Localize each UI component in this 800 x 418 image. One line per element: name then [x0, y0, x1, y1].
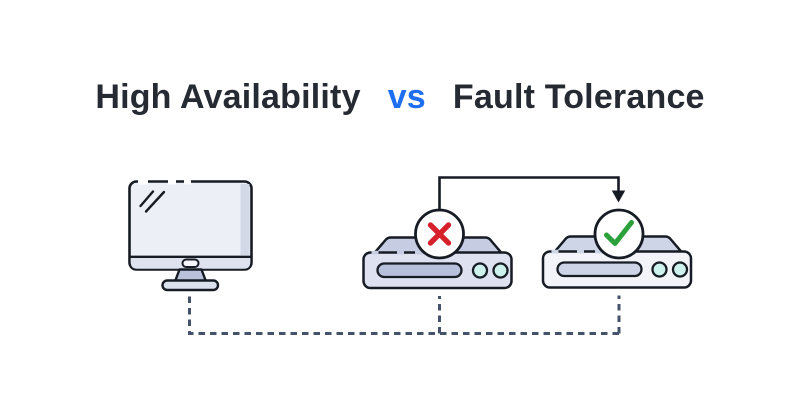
server-led-icon — [492, 262, 509, 279]
screen-glare-icon — [139, 190, 166, 213]
active-server-icon — [541, 208, 693, 289]
title-right: Fault Tolerance — [452, 78, 705, 116]
monitor-button — [181, 258, 200, 268]
monitor-border-gap — [184, 179, 191, 185]
server-border-gap — [371, 250, 379, 255]
server-border-gap — [397, 250, 404, 255]
green-check-mark-icon — [593, 208, 645, 260]
server-border-gap — [577, 249, 584, 254]
status-badge — [593, 208, 645, 260]
failover-arrowhead-icon — [611, 190, 626, 203]
server-drive-slot — [376, 262, 463, 279]
desktop-monitor-icon — [128, 179, 253, 292]
server-border-gap — [551, 249, 559, 254]
server-led-icon — [471, 262, 489, 279]
title-left: High Availability — [95, 78, 361, 116]
title-separator: vs — [387, 78, 426, 116]
check-mark — [604, 220, 634, 246]
dashed-network-connector — [188, 295, 621, 335]
x-mark — [427, 222, 452, 246]
server-led-icon — [651, 261, 668, 278]
monitor-screen-shadow — [240, 184, 250, 255]
server-led-icon — [671, 261, 689, 278]
server-drive-slot — [556, 261, 643, 278]
failover-arrow — [438, 176, 626, 210]
monitor-base — [161, 279, 220, 292]
server-border-gap — [415, 250, 424, 255]
monitor-border-gap — [138, 179, 148, 185]
server-border-gap — [595, 249, 604, 254]
monitor-border-gap — [168, 179, 176, 185]
page-title: High Availability vs Fault Tolerance — [0, 78, 800, 117]
failed-server-icon — [362, 208, 513, 290]
failover-arrow-line — [438, 176, 620, 210]
red-x-mark-icon — [414, 208, 465, 260]
